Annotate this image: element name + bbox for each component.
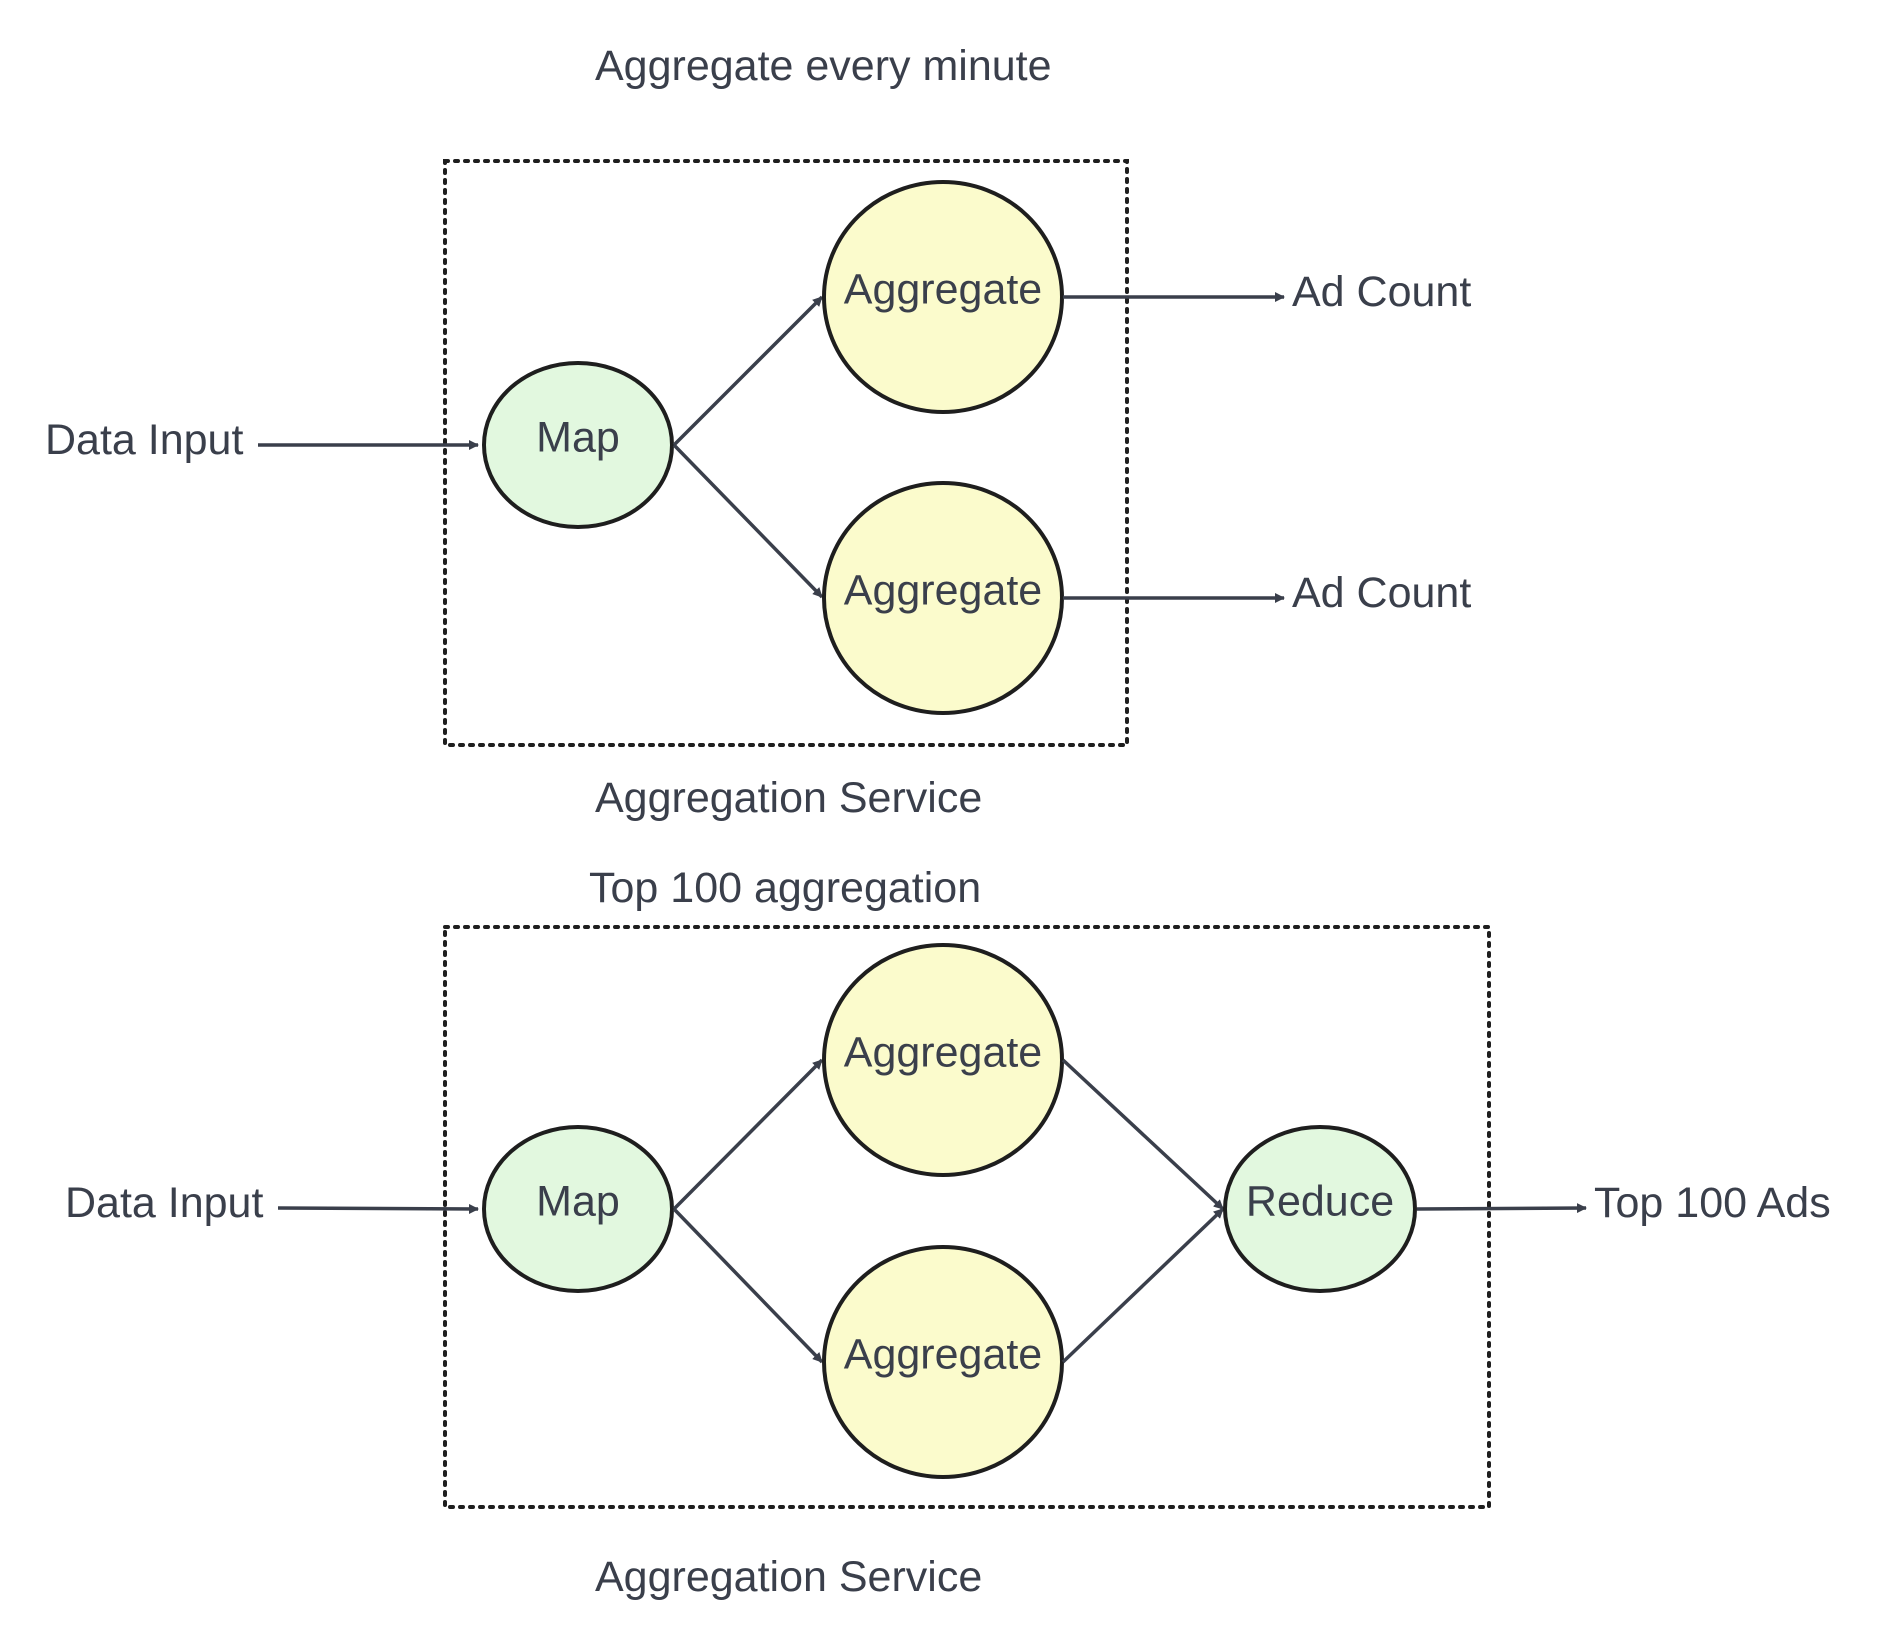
bottom-input-edge [277,1203,479,1214]
bottom-input-label: Data Input [65,1179,263,1227]
top-output-2-label: Ad Count [1292,569,1471,617]
bottom-aggregate-1-label: Aggregate [844,1028,1042,1076]
bottom-service-frame [443,925,1491,1509]
top-diagram: Aggregate every minute Data Input Map Ag… [45,42,1471,822]
top-aggregate-1-label: Aggregate [844,265,1042,313]
top-map-to-aggregate-1-edge [672,295,824,447]
bottom-reduce-output-edge [1416,1203,1587,1214]
top-map-node [482,361,674,529]
bottom-aggregate-1-to-reduce-edge [1061,1058,1225,1211]
top-input-label: Data Input [45,416,243,464]
top-service-frame [443,159,1129,747]
top-map-label: Map [536,413,620,461]
bottom-title: Top 100 aggregation [589,864,981,912]
bottom-map-node [482,1125,674,1293]
bottom-map-label: Map [536,1177,620,1225]
bottom-map-to-aggregate-1-edge [672,1058,824,1211]
bottom-diagram: Top 100 aggregation Data Input Map Aggre… [65,864,1831,1601]
top-aggregate-2-node [822,481,1064,715]
bottom-reduce-node [1223,1125,1417,1293]
top-title: Aggregate every minute [595,42,1052,90]
bottom-aggregate-2-to-reduce-edge [1061,1207,1225,1364]
top-service-label: Aggregation Service [595,774,982,822]
bottom-reduce-label: Reduce [1246,1177,1394,1225]
bottom-aggregate-1-node [822,943,1064,1177]
top-aggregate-2-label: Aggregate [844,566,1042,614]
top-aggregate-1-node [822,180,1064,414]
bottom-aggregate-2-label: Aggregate [844,1330,1042,1378]
bottom-output-label: Top 100 Ads [1594,1179,1831,1227]
top-map-to-aggregate-2-edge [672,443,824,599]
bottom-map-to-aggregate-2-edge [672,1207,824,1364]
top-output-1-label: Ad Count [1292,268,1471,316]
bottom-service-label: Aggregation Service [595,1553,982,1601]
bottom-aggregate-2-node [822,1245,1064,1479]
